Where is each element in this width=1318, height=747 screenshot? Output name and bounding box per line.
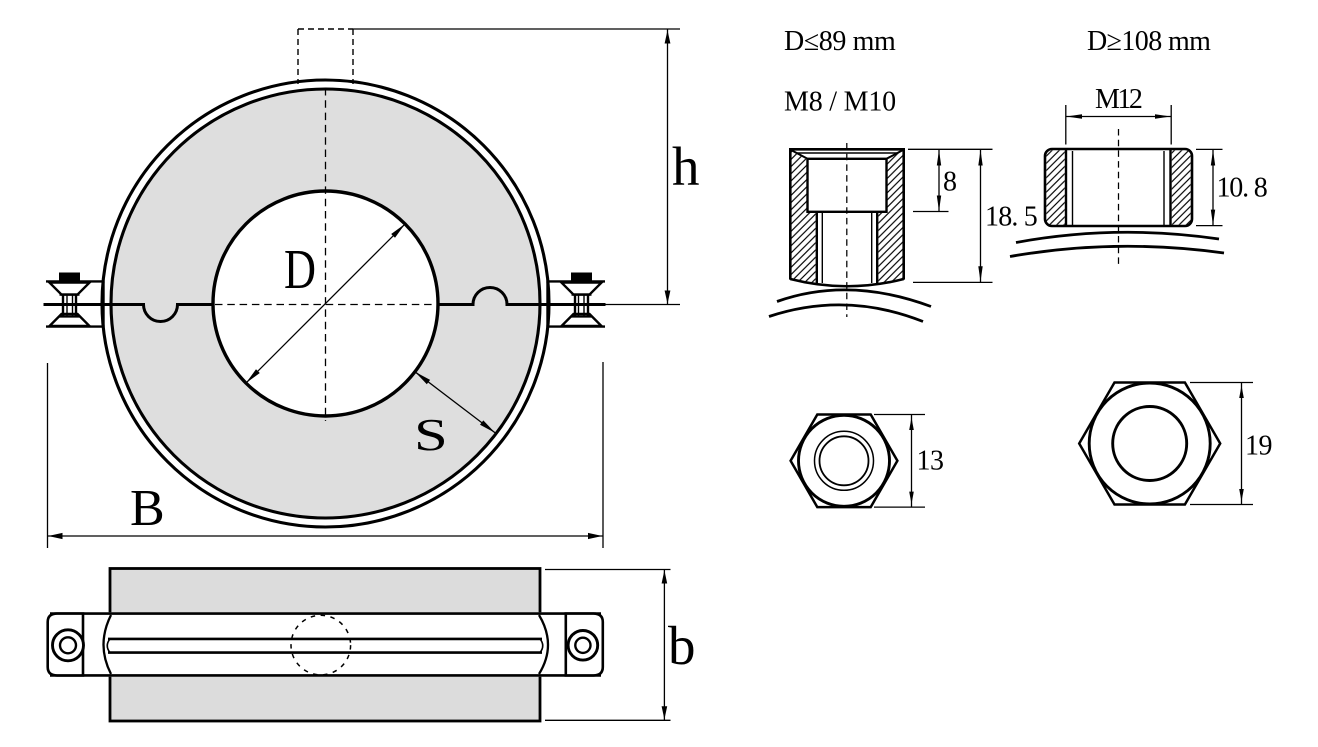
svg-text:19: 19 (1245, 431, 1272, 462)
svg-text:8: 8 (943, 167, 957, 198)
svg-text:10. 8: 10. 8 (1217, 173, 1267, 204)
svg-text:D≥108 mm: D≥108 mm (1087, 26, 1211, 57)
svg-text:M12: M12 (1095, 84, 1142, 115)
svg-text:18. 5: 18. 5 (985, 202, 1037, 233)
svg-text:13: 13 (917, 446, 944, 477)
svg-text:D≤89 mm: D≤89 mm (784, 26, 896, 57)
svg-text:B: B (130, 480, 165, 537)
svg-text:h: h (672, 136, 700, 197)
svg-text:M8 / M10: M8 / M10 (784, 87, 896, 118)
svg-text:S: S (414, 409, 448, 460)
svg-text:D: D (284, 239, 316, 301)
svg-text:b: b (668, 615, 696, 676)
